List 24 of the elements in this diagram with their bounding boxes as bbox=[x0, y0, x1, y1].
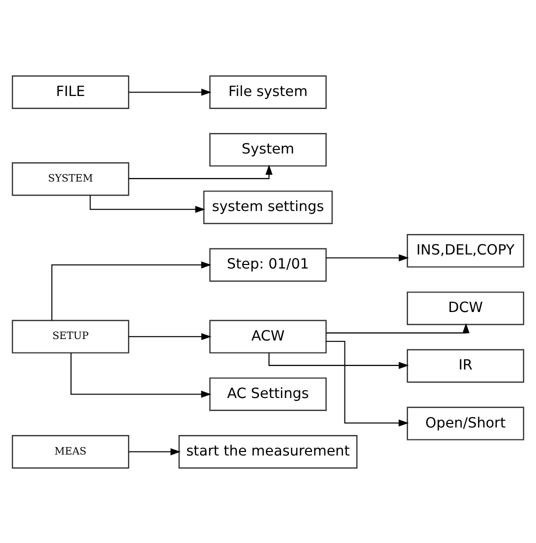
node-box: FILE bbox=[12, 74, 130, 108]
node-box: INS,DEL,COPY bbox=[406, 234, 524, 268]
node-box: MEAS bbox=[12, 434, 130, 468]
arrow bbox=[70, 352, 212, 398]
arrow bbox=[326, 340, 409, 426]
arrow bbox=[326, 254, 409, 261]
node-box: Open/Short bbox=[406, 406, 524, 440]
node-box: DCW bbox=[406, 291, 524, 325]
arrow bbox=[128, 332, 212, 340]
arrow bbox=[51, 260, 212, 320]
node-box: SETUP bbox=[12, 319, 130, 353]
arrow bbox=[128, 448, 181, 455]
node-box: IR bbox=[406, 348, 524, 382]
node-box: SYSTEM bbox=[12, 162, 130, 196]
node-box: start the measurement bbox=[178, 434, 358, 468]
node-box: System bbox=[209, 132, 327, 166]
arrow bbox=[128, 164, 273, 179]
node-box: system settings bbox=[203, 190, 333, 224]
node-box: ACW bbox=[209, 319, 327, 353]
arrow bbox=[128, 88, 212, 96]
node-box: File system bbox=[209, 74, 327, 108]
arrow bbox=[326, 322, 470, 333]
node-box: Step: 01/01 bbox=[209, 248, 327, 282]
node-box: AC Settings bbox=[209, 376, 327, 410]
